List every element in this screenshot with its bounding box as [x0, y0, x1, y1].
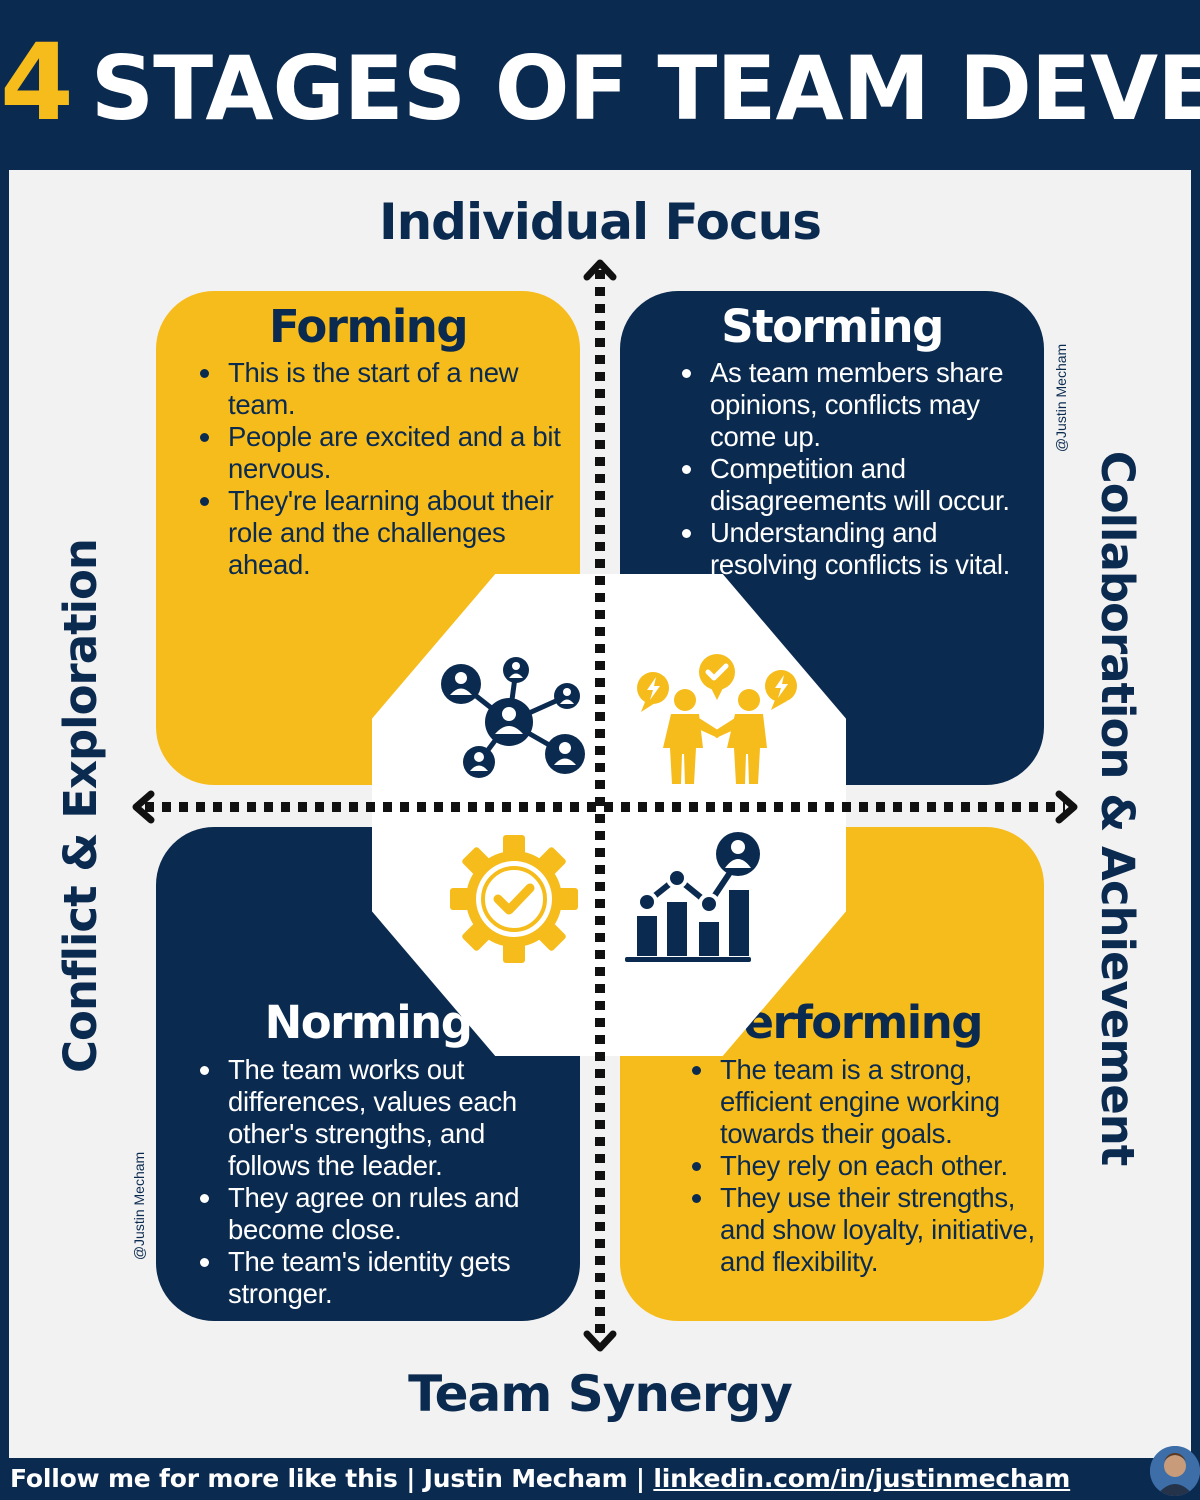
linkedin-link[interactable]: linkedin.com/in/justinmecham	[653, 1464, 1071, 1493]
title-text: STAGES OF TEAM DEVELOPMENT	[90, 37, 1200, 140]
list-item: The team is a strong, efficient engine w…	[690, 1054, 1040, 1150]
list-item: They use their strengths, and show loyal…	[690, 1182, 1040, 1278]
title-number: 4	[0, 21, 74, 144]
list-item: The team works out differences, values e…	[198, 1054, 568, 1182]
center-octagon	[372, 574, 846, 1056]
stage-title-forming: Forming	[268, 300, 469, 353]
gear-check-icon	[450, 835, 578, 963]
axis-label-bottom: Team Synergy	[408, 1365, 793, 1423]
stage-title-norming: Norming	[264, 996, 473, 1049]
arrow-right-icon	[1055, 790, 1078, 824]
footer: Follow me for more like this | Justin Me…	[0, 1458, 1200, 1500]
arrow-down-icon	[583, 1330, 617, 1352]
axis-arrows	[132, 259, 1078, 1352]
stage-bullets-forming: This is the start of a new team. People …	[198, 357, 568, 581]
list-item: Understanding and resolving conflicts is…	[680, 517, 1040, 581]
list-item: They rely on each other.	[690, 1150, 1040, 1182]
network-icon	[441, 657, 585, 778]
growth-chart-icon	[625, 832, 760, 962]
list-item: They agree on rules and become close.	[198, 1182, 568, 1246]
footer-credit: Follow me for more like this | Justin Me…	[10, 1464, 654, 1493]
list-item: Competition and disagreements will occur…	[680, 453, 1040, 517]
list-item: The team's identity gets stronger.	[198, 1246, 568, 1310]
stage-title-storming: Storming	[721, 300, 944, 353]
diagram-area: Individual Focus Team Synergy Conflict &…	[9, 170, 1191, 1458]
list-item: They're learning about their role and th…	[198, 485, 568, 581]
footer-text: Follow me for more like this | Justin Me…	[10, 1458, 1070, 1500]
arrow-up-icon	[583, 259, 617, 281]
stage-bullets-norming: The team works out differences, values e…	[198, 1054, 568, 1310]
list-item: This is the start of a new team.	[198, 357, 568, 421]
stage-bullets-storming: As team members share opinions, conflict…	[680, 357, 1040, 581]
stage-bullets-performing: The team is a strong, efficient engine w…	[690, 1054, 1040, 1278]
avatar	[1150, 1446, 1200, 1496]
team-conflict-icon	[637, 654, 797, 784]
list-item: As team members share opinions, conflict…	[680, 357, 1040, 453]
list-item: People are excited and a bit nervous.	[198, 421, 568, 485]
arrow-left-icon	[132, 790, 155, 824]
axis-label-top: Individual Focus	[378, 193, 822, 251]
stage-card-performing: Performing The team is a strong, efficie…	[620, 827, 1044, 1321]
